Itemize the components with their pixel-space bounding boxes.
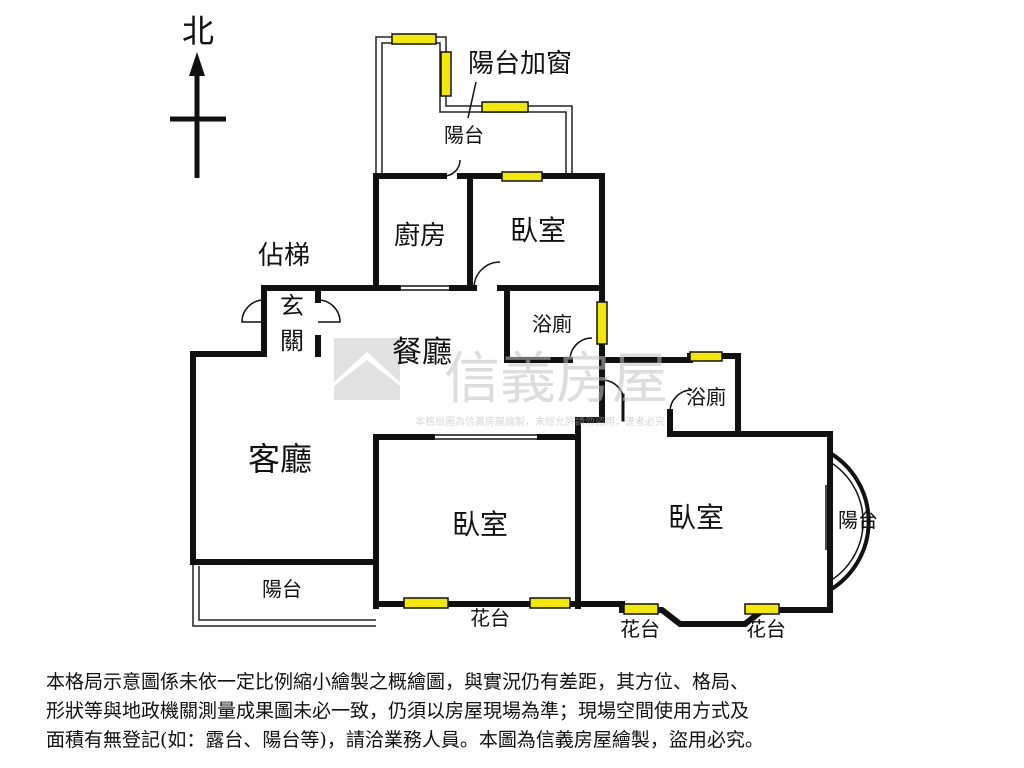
- disclaimer-line-2: 形狀等與地政機關測量成果圖未必一致，仍須以房屋現場為準；現場空間使用方式及: [46, 700, 750, 722]
- balcony-east-label: 陽台: [838, 508, 878, 532]
- disclaimer: 本格局示意圖係未依一定比例縮小繪製之概繪圖，與實況仍有差距，其方位、格局、 形狀…: [46, 668, 1006, 755]
- planter-3-label: 花台: [746, 617, 786, 641]
- bedroom-center-label: 臥室: [452, 508, 508, 541]
- sliding-doors: [246, 285, 540, 565]
- living-room-label: 客廳: [248, 440, 312, 478]
- bathroom-1-label: 浴廁: [532, 312, 572, 336]
- north-arrow-icon: [170, 52, 226, 178]
- swing-doors: [241, 159, 693, 413]
- kitchen-label: 廚房: [394, 221, 446, 251]
- watermark-notice: 本格局圖為信義房屋繪製，未經允許請勿盜用，違者必究: [415, 415, 665, 428]
- balcony-window-label: 陽台加窗: [468, 49, 572, 79]
- planter-1-label: 花台: [470, 606, 510, 630]
- disclaimer-line-3: 面積有無登記(如：露台、陽台等)，請洽業務人員。本圖為信義房屋繪製，盜用必究。: [46, 729, 764, 751]
- brand-logo-icon: [334, 338, 400, 400]
- balcony-north-label: 陽台: [444, 123, 484, 147]
- bedroom-east-label: 臥室: [668, 501, 724, 534]
- bathroom-2-label: 浴廁: [686, 385, 726, 409]
- balcony-window-leader: [467, 81, 477, 119]
- disclaimer-line-1: 本格局示意圖係未依一定比例縮小繪製之概繪圖，與實況仍有差距，其方位、格局、: [46, 671, 750, 693]
- south-balcony-outline: [192, 562, 376, 627]
- stairs-label: 佔梯: [258, 241, 310, 271]
- entrance-label-1: 玄: [280, 292, 304, 320]
- north-label: 北: [182, 12, 214, 50]
- entrance-label-2: 關: [280, 327, 304, 355]
- planter-2-label: 花台: [620, 617, 660, 641]
- windows: [391, 33, 780, 615]
- brand-watermark: 信義房屋 本格局圖為信義房屋繪製，未經允許請勿盜用，違者必究: [334, 338, 668, 428]
- dining-label: 餐廳: [392, 335, 452, 370]
- bedroom-north-label: 臥室: [510, 214, 566, 247]
- watermark-brand: 信義房屋: [444, 347, 668, 412]
- balcony-south-label: 陽台: [262, 577, 302, 601]
